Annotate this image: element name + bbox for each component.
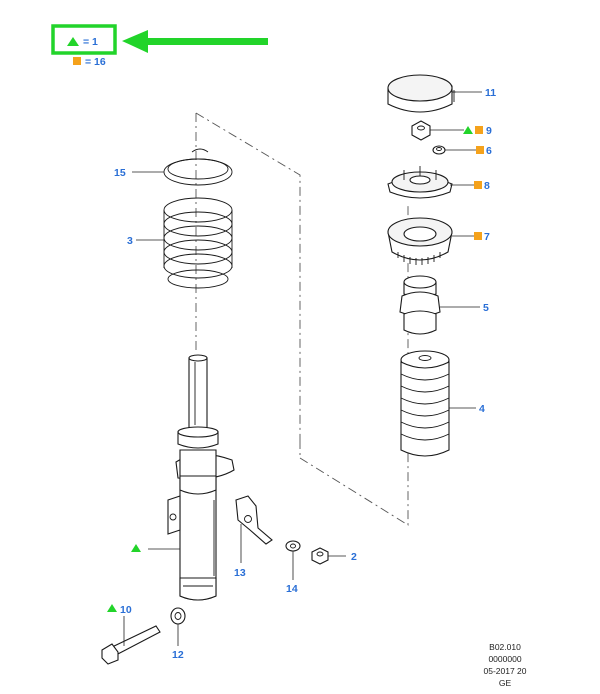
strut-bearing-7 (387, 217, 453, 265)
legend-square-quantity: = 16 (85, 56, 106, 68)
legend-highlight-box (51, 24, 117, 55)
leader-lines (123, 91, 482, 646)
callout-9: 9 (486, 125, 492, 137)
callout-13: 13 (234, 567, 246, 579)
square-marker-8 (474, 181, 482, 189)
callout-7: 7 (484, 231, 490, 243)
callout-3: 3 (127, 235, 133, 247)
reference-line-4: GE (499, 678, 512, 688)
square-marker-9 (475, 126, 483, 134)
square-marker-6 (476, 146, 484, 154)
callout-2: 2 (351, 551, 357, 563)
callout-12: 12 (172, 649, 184, 661)
reference-line-2: 0000000 (488, 654, 521, 664)
callout-11: 11 (485, 87, 496, 99)
reference-line-1: B02.010 (489, 642, 521, 652)
legend-square-icon (73, 57, 81, 65)
shock-absorber-strut-1 (167, 354, 235, 601)
callout-5: 5 (483, 302, 489, 314)
bolt-10 (101, 625, 161, 665)
legend: = 1 = 16 (51, 24, 268, 68)
callout-15: 15 (114, 167, 126, 179)
washer-14 (285, 540, 301, 552)
callout-8: 8 (484, 180, 490, 192)
legend-triangle-icon (67, 37, 79, 46)
legend-triangle-quantity: = 1 (83, 36, 98, 48)
reference-block: B02.010 0000000 05-2017 20 GE (483, 642, 526, 688)
bump-stop-5 (399, 275, 441, 335)
reference-line-3: 05-2017 20 (483, 666, 526, 676)
washer-6 (432, 145, 446, 155)
triangle-marker-9 (463, 126, 473, 134)
nut-2 (311, 547, 329, 565)
triangle-marker-1 (131, 544, 141, 552)
top-mount-cover-11 (387, 74, 456, 113)
dust-boot-4 (400, 350, 450, 457)
square-marker-7 (474, 232, 482, 240)
callout-numbers: 15 3 13 14 2 10 12 11 9 6 8 7 5 4 (114, 87, 496, 661)
callout-14: 14 (286, 583, 298, 595)
nut-12 (170, 607, 186, 625)
top-mount-8 (387, 166, 453, 199)
triangle-marker-10 (107, 604, 117, 612)
nut-9 (411, 120, 431, 141)
callout-10: 10 (120, 604, 132, 616)
callout-6: 6 (486, 145, 492, 157)
bracket-13 (235, 495, 273, 545)
spring-insulator-15 (163, 148, 233, 186)
coil-spring-3 (163, 197, 233, 289)
assembly-dash-lines (195, 112, 409, 526)
callout-markers (107, 126, 484, 612)
callout-4: 4 (479, 403, 485, 415)
legend-pointer-arrow-icon (122, 30, 268, 53)
